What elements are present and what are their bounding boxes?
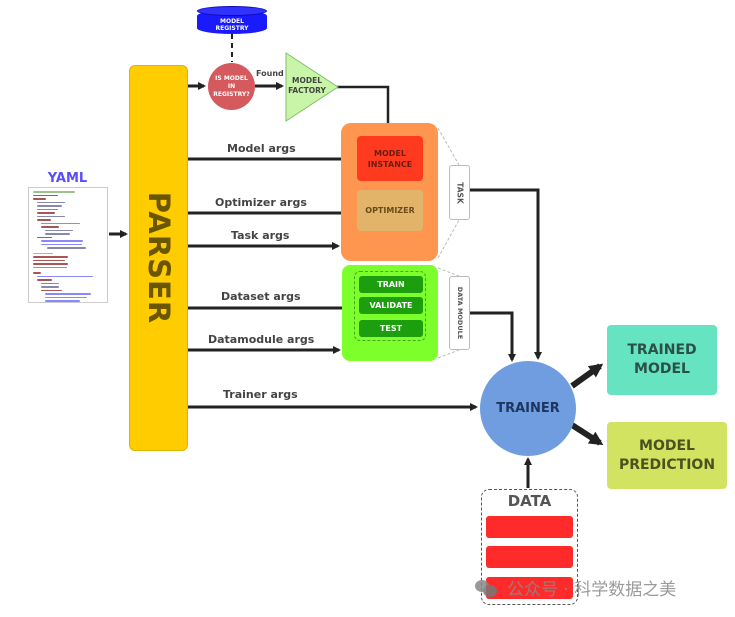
data-bar	[486, 546, 573, 568]
arrow-trainer-trained	[570, 363, 604, 389]
datamodule-tag: DATA MODULE	[449, 276, 470, 350]
task-args-label: Task args	[231, 229, 290, 242]
factory-label-2: FACTORY	[288, 86, 326, 95]
wechat-icon	[475, 578, 499, 598]
model-instance-label-2: INSTANCE	[367, 159, 413, 169]
data-bar	[486, 516, 573, 538]
optimizer-args-label: Optimizer args	[215, 196, 307, 209]
datamodule-args-label: Datamodule args	[208, 333, 315, 346]
yaml-document	[28, 187, 108, 303]
model-args-label: Model args	[227, 142, 296, 155]
arrow-trainer-prediction	[570, 422, 604, 446]
watermark-text: 公众号 · 科学数据之美	[507, 580, 677, 600]
task-tag: TASK	[449, 165, 470, 220]
trained-model-label-2: MODEL	[634, 361, 690, 377]
parser-label: PARSER	[141, 191, 176, 325]
registry-check-label-2: IN	[227, 82, 236, 90]
arrow-task-trainer	[470, 188, 542, 360]
registry-check-label-3: REGISTRY?	[213, 90, 250, 98]
test-stage: TEST	[359, 320, 423, 337]
parser-block: PARSER	[129, 65, 188, 451]
optimizer: OPTIMIZER	[357, 190, 423, 231]
yaml-title: YAML	[47, 171, 88, 186]
dataset-args-label: Dataset args	[221, 290, 301, 303]
trainer-node: TRAINER	[480, 361, 576, 456]
found-label: Found	[256, 69, 284, 78]
arrow-datamodule-trainer	[470, 311, 516, 362]
watermark: 公众号 · 科学数据之美	[475, 575, 676, 600]
data-store: DATA	[481, 489, 578, 605]
trainer-args-label: Trainer args	[223, 388, 298, 401]
model-instance-label-1: MODEL	[374, 148, 406, 158]
registry-check-label-1: IS MODEL	[215, 74, 248, 82]
train-stage: TRAIN	[359, 276, 423, 293]
model-prediction: MODEL PREDICTION	[607, 422, 727, 489]
registry-label-2: REGISTRY	[215, 25, 249, 32]
trained-model-label-1: TRAINED	[627, 342, 697, 358]
validate-stage: VALIDATE	[359, 297, 423, 314]
registry-label-1: MODEL	[220, 18, 244, 25]
prediction-label-2: PREDICTION	[618, 456, 716, 473]
prediction-label-1: MODEL	[639, 437, 695, 454]
trained-model: TRAINED MODEL	[607, 325, 717, 395]
data-title: DATA	[507, 492, 552, 510]
data-bar	[486, 577, 573, 599]
factory-label-1: MODEL	[292, 76, 322, 85]
task-tag-label: TASK	[455, 181, 464, 204]
datamodule-tag-label: DATA MODULE	[455, 286, 464, 340]
